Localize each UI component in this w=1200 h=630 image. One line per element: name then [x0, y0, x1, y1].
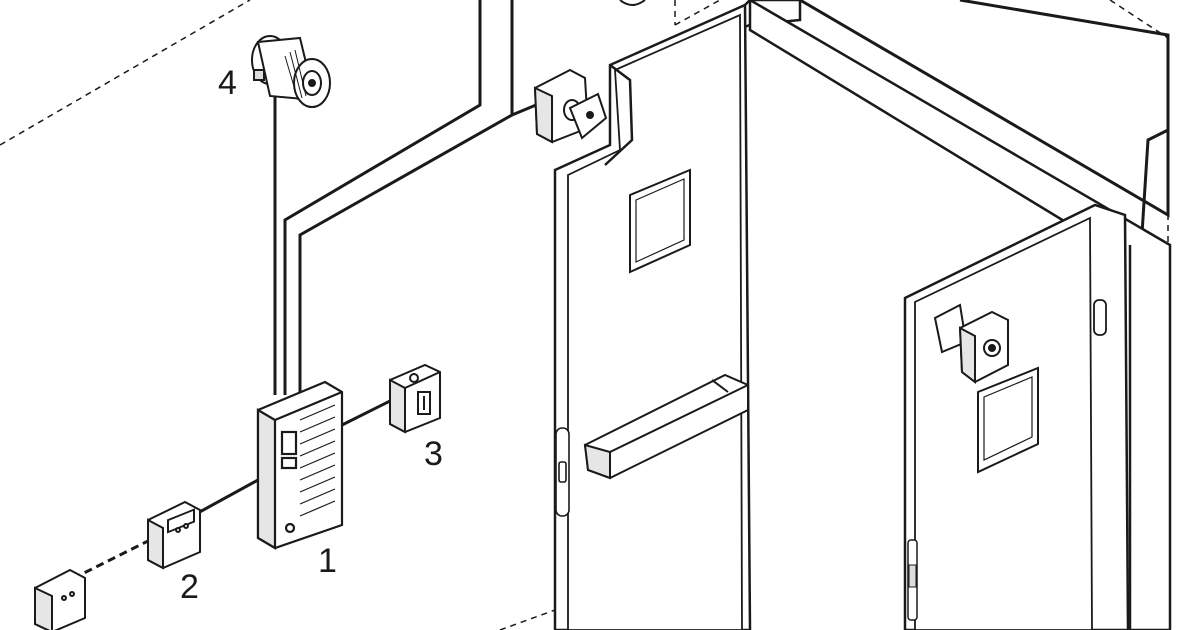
control-unit — [256, 380, 344, 550]
left-door — [553, 3, 752, 630]
manual-release-button — [147, 500, 201, 570]
dashed-room-outline — [0, 0, 1169, 630]
alarm-siren — [251, 35, 331, 108]
top-edge-device — [619, 0, 646, 6]
right-door — [903, 203, 1130, 630]
callout-3: 3 — [424, 435, 443, 473]
panic-bar — [583, 373, 749, 480]
door-holder-magnet-top — [533, 68, 608, 144]
manual-release-button-secondary — [34, 568, 86, 630]
switch-box — [389, 363, 441, 434]
door-holder-magnet-right — [933, 303, 1009, 385]
callout-2: 2 — [180, 568, 199, 606]
callout-1: 1 — [318, 542, 337, 580]
door-strike — [555, 427, 570, 517]
callout-4: 4 — [218, 64, 237, 102]
